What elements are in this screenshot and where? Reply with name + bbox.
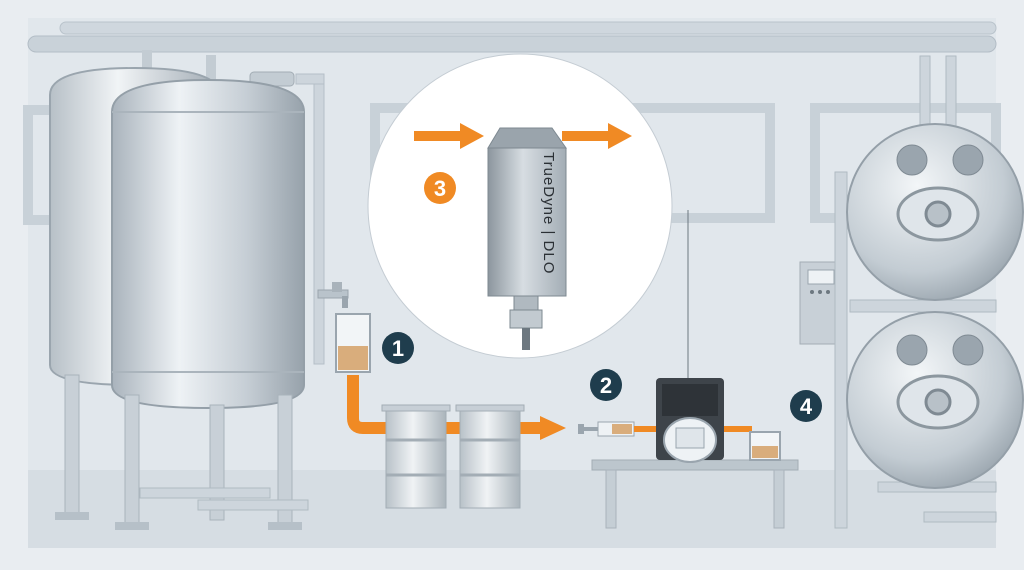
- density-sensor-icon: [487, 127, 567, 350]
- flow-arrow-icon: [414, 123, 484, 149]
- tap-icon: [317, 282, 349, 308]
- beaker-icon: [335, 313, 371, 373]
- sensor-label: TrueDyne | DLO: [540, 152, 557, 274]
- sensor-zoom-callout: TrueDyne | DLO: [367, 53, 673, 359]
- step-number: 3: [434, 176, 446, 201]
- analyzer-case-icon: [656, 378, 752, 463]
- step-badge-1: 1: [382, 332, 414, 364]
- vertical-pipe: [313, 73, 325, 365]
- syringe-icon: [578, 421, 664, 437]
- step-number: 4: [800, 394, 813, 419]
- beaker-icon: [749, 431, 781, 461]
- tank-icon: [846, 123, 1024, 301]
- step-badge-4: 4: [790, 390, 822, 422]
- tank-icon: [846, 311, 1024, 489]
- step-number: 2: [600, 373, 612, 398]
- pipe-elbow: [295, 73, 325, 85]
- drum-icon: [381, 404, 451, 509]
- tank-icon: [111, 71, 309, 530]
- drum-icon: [455, 404, 525, 509]
- step-number: 1: [392, 336, 404, 361]
- ceiling-pipes: [27, 21, 997, 53]
- flow-arrow-icon: [562, 123, 632, 149]
- step-badge-3: 3: [424, 172, 456, 204]
- flow-arrow-icon: [347, 375, 566, 440]
- step-badge-2: 2: [590, 369, 622, 401]
